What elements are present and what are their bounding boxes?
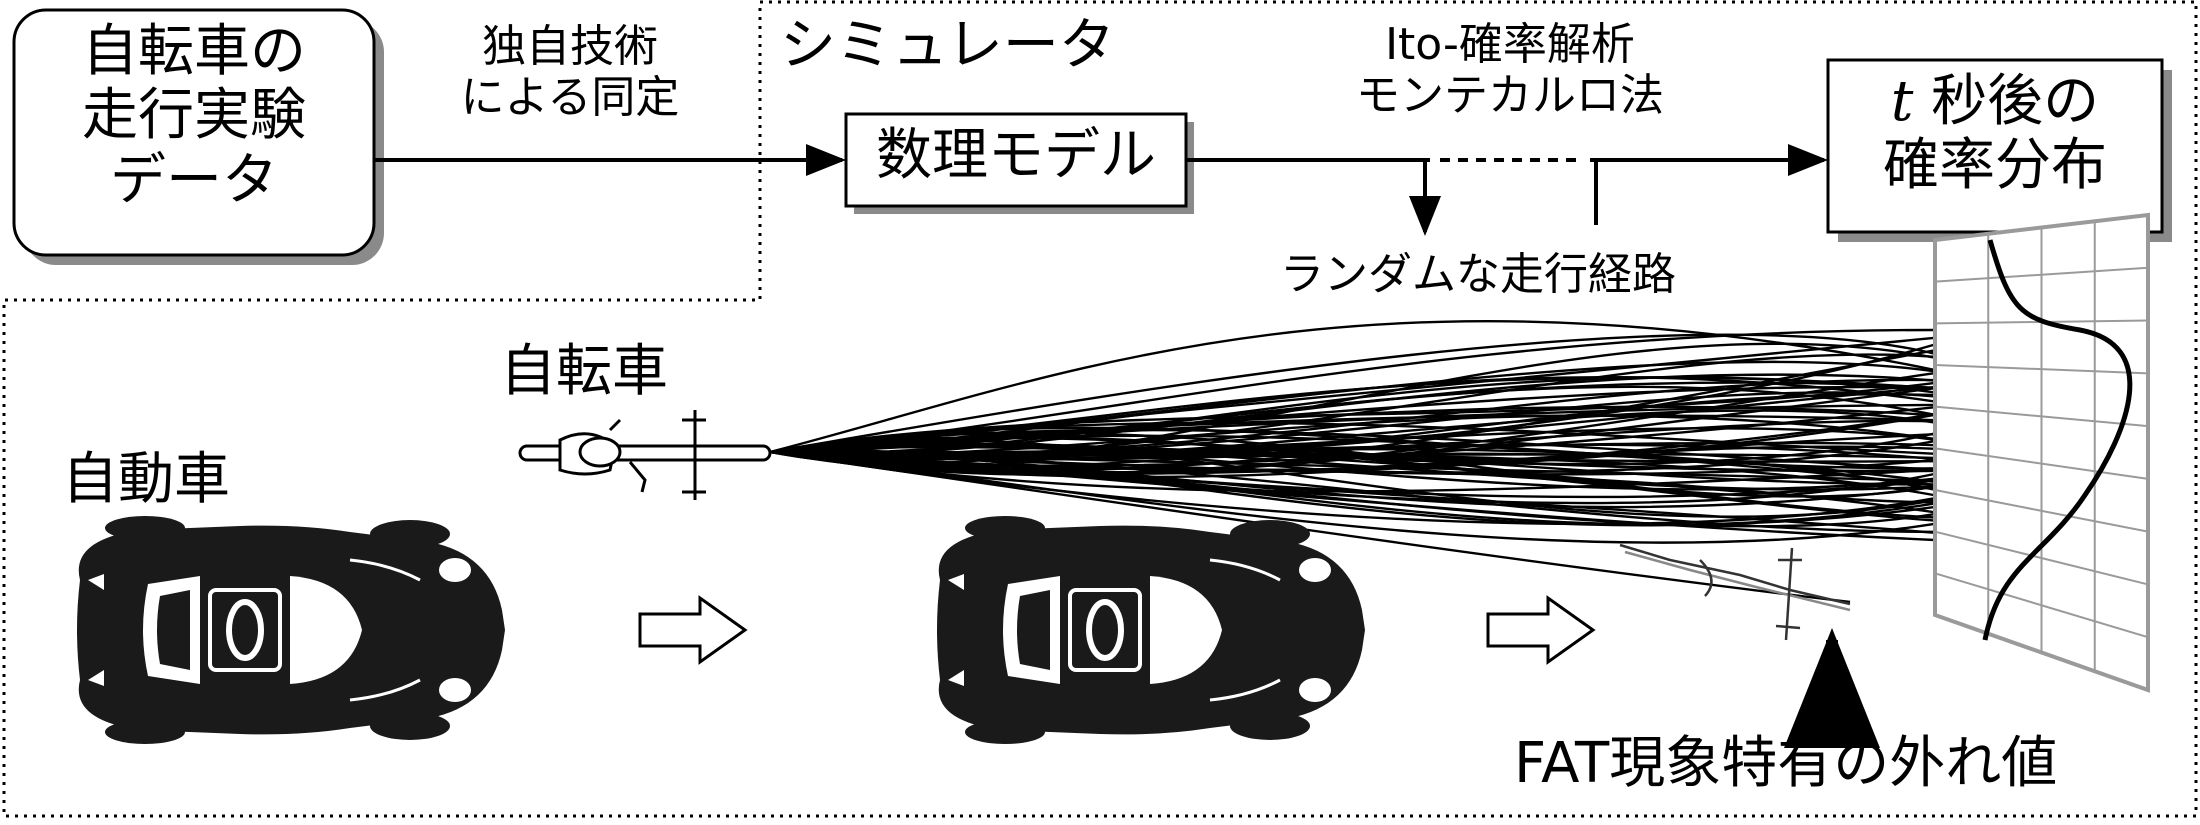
trajectory-line-extreme	[769, 328, 1936, 454]
car-label: 自動車	[62, 447, 230, 512]
distribution-grid	[1934, 221, 2149, 672]
bicycle-icon	[518, 410, 772, 500]
output-line-1-rest: 秒後の	[1913, 69, 2100, 134]
random-trajectories	[769, 319, 1936, 604]
hollow-arrow-icon-2	[1486, 595, 1596, 665]
outlier-bicycle-icon	[1619, 543, 1851, 641]
trajectory-line	[769, 439, 1936, 474]
model-box-label: 数理モデル	[876, 123, 1156, 188]
identification-line-2: による同定	[460, 71, 680, 123]
output-line-1: t 秒後の	[1828, 69, 2162, 134]
identification-line-1: 独自技術	[482, 21, 658, 72]
grid-line-horizontal	[1934, 447, 2149, 480]
random-paths-label: ランダムな走行経路	[1280, 249, 1676, 300]
input-line-3: データ	[110, 147, 278, 213]
grid-line-horizontal	[1934, 405, 2149, 428]
trajectory-line	[769, 376, 1936, 454]
output-box	[1826, 58, 2164, 234]
trajectory-line	[769, 450, 1936, 493]
time-variable: t	[1890, 69, 1914, 134]
method-line-2: モンテカルロ法	[1356, 69, 1664, 121]
grid-line-horizontal	[1934, 266, 2149, 283]
hollow-arrow-icon-1	[638, 595, 748, 665]
car-icon-middle	[937, 516, 1365, 744]
grid-line-horizontal	[1934, 530, 2149, 586]
output-box-label: t 秒後の 確率分布	[1828, 69, 2162, 199]
trajectory-line-extreme	[769, 319, 1936, 454]
bicycle-label: 自転車	[500, 339, 668, 404]
method-label: Ito-確率解析 モンテカルロ法	[1300, 19, 1720, 121]
grid-line-horizontal	[1934, 489, 2149, 533]
trajectory-line	[769, 450, 1936, 497]
method-line-1: Ito-確率解析	[1385, 19, 1635, 70]
trajectory-line	[769, 421, 1936, 455]
identification-label: 独自技術 による同定	[420, 21, 720, 123]
input-line-2: 走行実験	[82, 83, 306, 149]
outlier-label: FAT現象特有の外れ値	[1514, 731, 2058, 796]
trajectory-line	[769, 333, 1936, 454]
input-box-label: 自転車の 走行実験 データ	[14, 19, 374, 213]
trajectory-line	[769, 349, 1936, 472]
output-line-2: 確率分布	[1883, 133, 2107, 199]
trajectory-line	[769, 414, 1936, 456]
distribution-curve	[1982, 239, 2133, 641]
input-line-1: 自転車の	[82, 19, 306, 84]
car-icon-left	[77, 516, 505, 744]
input-box	[12, 8, 376, 257]
trajectory-line-extreme	[769, 450, 1936, 542]
simulator-label: シミュレータ	[780, 13, 1115, 78]
grid-line-horizontal	[1934, 572, 2149, 639]
trajectory-line	[769, 385, 1936, 454]
grid-line-horizontal	[1934, 364, 2149, 375]
